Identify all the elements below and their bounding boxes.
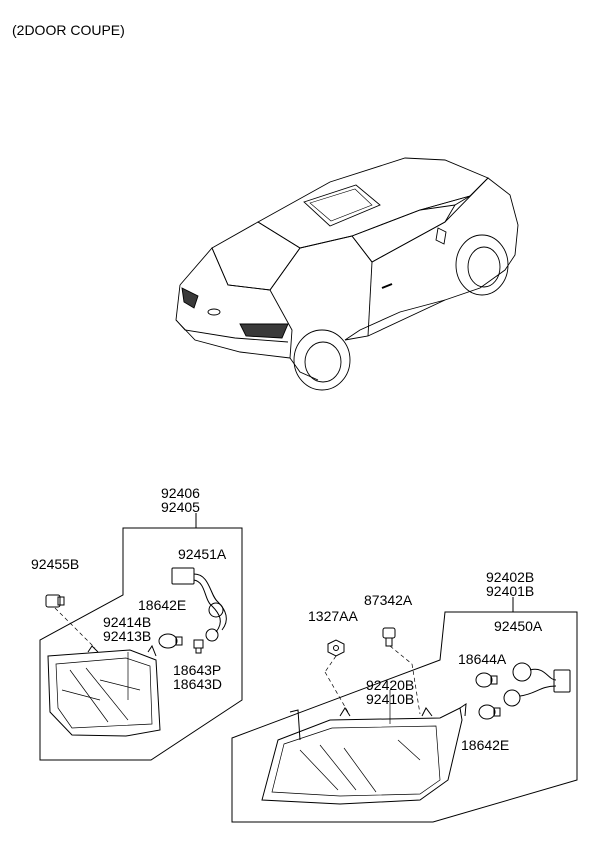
inner-lamp-group bbox=[39, 513, 243, 761]
bulb-18642E-left bbox=[158, 633, 183, 649]
bulb-18643P bbox=[193, 639, 204, 654]
part-number-92455B: 92455B bbox=[31, 556, 80, 572]
part-number-92401B: 92401B bbox=[486, 583, 535, 599]
part-number-18642E-right: 18642E bbox=[461, 737, 510, 753]
part-number-92414B: 92414B bbox=[103, 614, 152, 630]
part-number-18643P: 18643P bbox=[173, 662, 222, 678]
nut-1327AA bbox=[327, 639, 345, 657]
part-number-18644A: 18644A bbox=[458, 651, 507, 667]
part-number-92413B: 92413B bbox=[103, 628, 152, 644]
inner-lamp-lens bbox=[47, 644, 161, 737]
car-illustration bbox=[175, 157, 519, 391]
grommet-87342A bbox=[382, 627, 396, 647]
part-number-92406: 92406 bbox=[161, 485, 200, 501]
part-number-1327AA: 1327AA bbox=[308, 608, 358, 624]
wiring-harness-92450A bbox=[503, 662, 571, 707]
outer-lamp-group bbox=[231, 597, 578, 823]
part-number-92450A: 92450A bbox=[494, 618, 543, 634]
part-number-18642E-left: 18642E bbox=[138, 597, 187, 613]
part-number-92420B: 92420B bbox=[366, 677, 415, 693]
part-number-87342A: 87342A bbox=[364, 592, 413, 608]
socket-92455B bbox=[45, 594, 65, 608]
part-number-92402B: 92402B bbox=[486, 569, 535, 585]
bulb-18644A bbox=[475, 672, 498, 688]
part-number-92410B: 92410B bbox=[366, 691, 415, 707]
part-number-18643D: 18643D bbox=[173, 676, 223, 692]
wiring-harness-92451A bbox=[171, 567, 227, 642]
part-number-92405: 92405 bbox=[161, 499, 200, 515]
bulb-18642E-right bbox=[478, 704, 501, 720]
page-heading: (2DOOR COUPE) bbox=[12, 22, 125, 38]
outer-lamp-lens bbox=[261, 703, 467, 805]
part-number-92451A: 92451A bbox=[178, 546, 227, 562]
